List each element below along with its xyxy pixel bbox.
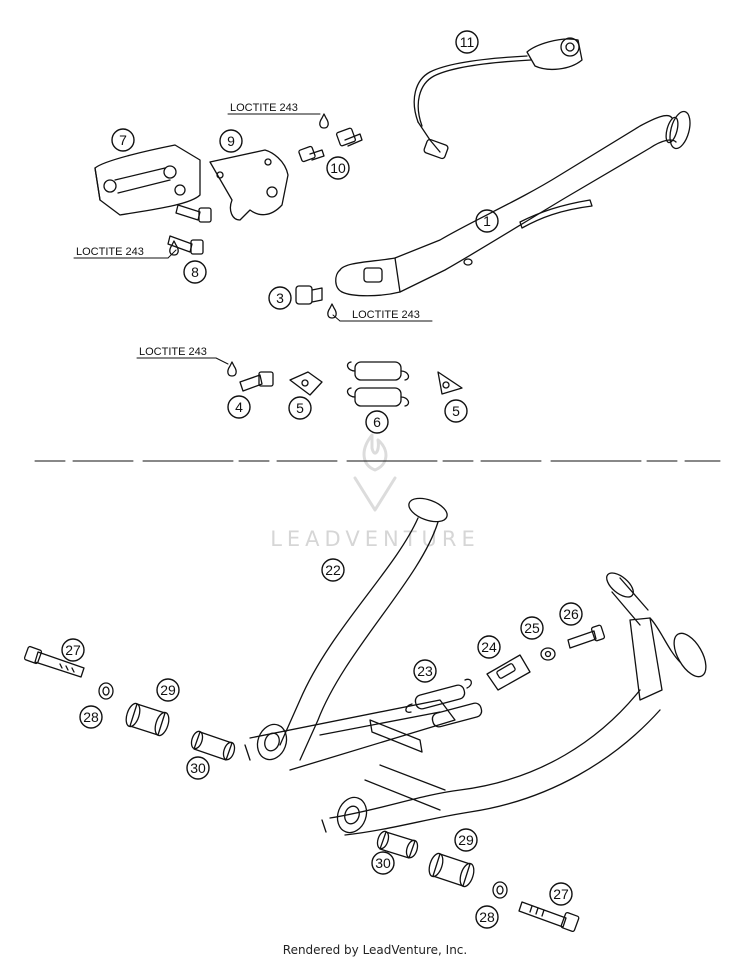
callout-30a: 30 — [186, 756, 210, 780]
callout-3: 3 — [268, 286, 292, 310]
pivot-bolt[interactable] — [295, 285, 323, 305]
pivot-bolt-right[interactable] — [518, 901, 580, 932]
loctite-note-4: LOCTITE 243 — [136, 346, 237, 377]
loctite-note-3: LOCTITE 243 — [327, 303, 433, 322]
spring-screw[interactable] — [239, 371, 274, 392]
svg-text:30: 30 — [190, 760, 206, 776]
spring-bracket[interactable] — [486, 654, 531, 691]
svg-text:5: 5 — [452, 403, 460, 419]
callout-10: 10 — [326, 156, 350, 180]
callout-1: 1 — [475, 209, 499, 233]
svg-text:LOCTITE 243: LOCTITE 243 — [230, 102, 298, 114]
callout-7: 7 — [111, 128, 135, 152]
watermark-logo — [353, 433, 397, 512]
loctite-note-2: LOCTITE 243 — [73, 240, 179, 259]
svg-text:28: 28 — [83, 709, 99, 725]
pivot-sleeve-left[interactable] — [189, 730, 236, 761]
svg-text:28: 28 — [479, 909, 495, 925]
svg-text:6: 6 — [373, 414, 381, 430]
pivot-washer-right[interactable] — [492, 881, 508, 899]
center-stand-springs[interactable] — [405, 678, 483, 728]
svg-text:5: 5 — [296, 400, 304, 416]
svg-text:25: 25 — [524, 620, 540, 636]
svg-text:LOCTITE 243: LOCTITE 243 — [139, 346, 207, 358]
loctite-note-1: LOCTITE 243 — [227, 102, 329, 129]
callout-25: 25 — [520, 616, 544, 640]
mounting-plate[interactable] — [209, 149, 289, 221]
callout-28a: 28 — [79, 705, 103, 729]
bracket-screw[interactable] — [167, 204, 212, 255]
callout-9: 9 — [219, 129, 243, 153]
svg-text:24: 24 — [481, 639, 497, 655]
svg-text:LOCTITE 243: LOCTITE 243 — [352, 309, 420, 321]
svg-text:22: 22 — [325, 562, 341, 578]
spring-plate-right[interactable] — [437, 371, 463, 395]
callout-29b: 29 — [454, 828, 478, 852]
svg-text:LOCTITE 243: LOCTITE 243 — [76, 246, 144, 258]
callout-26: 26 — [559, 602, 583, 626]
washer[interactable] — [540, 647, 556, 661]
svg-text:9: 9 — [227, 133, 235, 149]
svg-text:26: 26 — [563, 606, 579, 622]
center-stand-frame[interactable] — [244, 494, 712, 837]
footer-credit: Rendered by LeadVenture, Inc. — [282, 943, 468, 957]
svg-text:1: 1 — [483, 213, 491, 229]
callout-30b: 30 — [371, 851, 395, 875]
svg-text:3: 3 — [276, 290, 284, 306]
pivot-sleeve-right[interactable] — [375, 830, 419, 859]
bracket-bolt[interactable] — [567, 624, 606, 649]
callout-11: 11 — [455, 30, 479, 54]
callout-5a: 5 — [288, 396, 312, 420]
svg-text:11: 11 — [460, 34, 475, 50]
svg-text:27: 27 — [553, 886, 569, 902]
callout-22: 22 — [321, 558, 345, 582]
svg-text:27: 27 — [65, 642, 81, 658]
svg-text:10: 10 — [330, 160, 346, 176]
side-stand-leg[interactable] — [335, 109, 694, 297]
side-stand-bracket[interactable] — [94, 144, 201, 216]
svg-text:29: 29 — [160, 682, 176, 698]
callout-28b: 28 — [475, 905, 499, 929]
callout-5b: 5 — [444, 399, 468, 423]
callout-24: 24 — [477, 635, 501, 659]
plate-screw[interactable] — [298, 127, 363, 163]
side-stand-springs[interactable] — [346, 361, 410, 407]
callout-6: 6 — [365, 410, 389, 434]
callout-29a: 29 — [156, 678, 180, 702]
side-stand-switch[interactable] — [413, 37, 583, 160]
pivot-bushing-right[interactable] — [427, 852, 477, 889]
svg-text:23: 23 — [417, 663, 433, 679]
svg-text:29: 29 — [458, 832, 474, 848]
pivot-washer-left[interactable] — [98, 682, 114, 700]
callout-4: 4 — [227, 395, 251, 419]
callout-27b: 27 — [549, 882, 573, 906]
callout-23: 23 — [413, 659, 437, 683]
pivot-bolt-left[interactable] — [23, 645, 85, 678]
svg-text:8: 8 — [191, 264, 199, 280]
svg-text:7: 7 — [119, 132, 127, 148]
pivot-bushing-left[interactable] — [124, 702, 172, 738]
callout-27a: 27 — [61, 638, 85, 662]
svg-text:30: 30 — [375, 855, 391, 871]
spring-plate-left[interactable] — [289, 371, 323, 396]
callout-8: 8 — [183, 260, 207, 284]
watermark-text: LEADVENTURE — [270, 527, 480, 551]
svg-text:4: 4 — [235, 399, 243, 415]
